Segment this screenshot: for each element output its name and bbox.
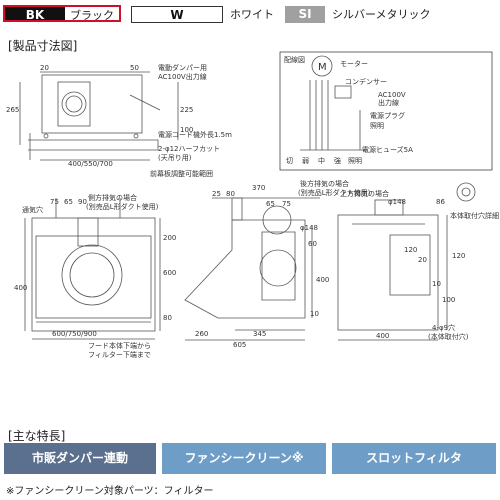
- side-dim-370: 370: [252, 184, 265, 192]
- wiring-label-output: 出力線: [378, 98, 399, 107]
- right-label-hole-detail: 本体取付穴詳細: [450, 211, 499, 220]
- wiring-switch-high: 強: [334, 157, 341, 165]
- right-dim-20: 20: [418, 256, 427, 264]
- side-dim-65: 65: [266, 200, 275, 208]
- right-label-mounting: (本体取付穴): [428, 332, 469, 341]
- top-label-damper: 電動ダンパー用: [158, 63, 207, 72]
- top-dim-100: 100: [180, 126, 193, 134]
- right-view: [337, 182, 476, 341]
- color-name-bk: ブラック: [70, 9, 114, 22]
- right-dim-120b: 120: [452, 252, 465, 260]
- right-dim-10: 10: [432, 280, 441, 288]
- side-dim-75: 75: [282, 200, 291, 208]
- top-dim-225: 225: [180, 106, 193, 114]
- side-dim-25: 25: [212, 190, 221, 198]
- side-dim-260: 260: [195, 330, 208, 338]
- right-label-holes: 4-φ9穴: [432, 323, 455, 332]
- color-name-si: シルバーメタリック: [332, 8, 431, 21]
- right-dim-400-bottom: 400: [376, 332, 389, 340]
- feature-damper: 市販ダンパー連動: [4, 443, 156, 474]
- right-dim-148: φ148: [388, 198, 406, 206]
- footnote: ※ファンシークリーン対象パーツ：フィルター: [6, 486, 214, 497]
- features-title: [主な特長]: [8, 429, 66, 443]
- wiring-label-ac100: AC100V: [378, 91, 406, 99]
- top-label-halfcut: 2-φ12ハーフカット: [158, 145, 220, 153]
- wiring-motor-symbol: M: [318, 62, 327, 73]
- side-dim-10: 10: [310, 310, 319, 318]
- right-dim-400: 400: [316, 276, 329, 284]
- top-label-ac100: AC100V出力線: [158, 72, 207, 81]
- color-swatch-si[interactable]: SI: [285, 6, 325, 23]
- wiring-switch-low: 弱: [302, 157, 309, 165]
- front-label-filter-bottom: フィルター下端まで: [88, 350, 151, 359]
- color-code-si: SI: [298, 7, 312, 21]
- top-label-width: 400/550/700: [68, 160, 113, 168]
- wiring-switch-off: 切: [286, 157, 293, 165]
- side-dim-80: 80: [226, 190, 235, 198]
- front-label-duct: (別売品L形ダクト使用): [86, 202, 159, 211]
- side-label-rear-exhaust: 後方排気の場合: [300, 179, 349, 188]
- color-swatch-bk[interactable]: BK ブラック: [3, 5, 121, 22]
- feature-slot-filter: スロットフィルタ: [332, 443, 496, 474]
- color-name-w: ホワイト: [230, 8, 274, 21]
- front-dim-width: 600/750/900: [52, 330, 97, 338]
- dimension-title: [製品寸法図]: [8, 39, 78, 53]
- front-label-side-exhaust: 側方排気の場合: [88, 193, 137, 202]
- wiring-switch-light: 照明: [348, 157, 362, 165]
- side-view: [184, 197, 320, 341]
- dimension-drawing: 20 50 265 225 100 電動ダンパー用 AC100V出力線 電源コー…: [6, 51, 499, 359]
- side-dim-345: 345: [253, 330, 266, 338]
- right-dim-100: 100: [442, 296, 455, 304]
- wiring-label-capacitor: コンデンサー: [345, 77, 387, 86]
- top-dim-50: 50: [130, 64, 139, 72]
- front-label-vent: 通気穴: [22, 205, 43, 214]
- front-dim-75: 75: [50, 198, 59, 206]
- top-dim-265: 265: [6, 106, 19, 114]
- front-label-hood-bottom: フード本体下端から: [88, 341, 151, 350]
- side-dim-148: φ148: [300, 224, 318, 232]
- right-label-top-exhaust: 上方排気の場合: [340, 189, 389, 198]
- right-dim-86: 86: [436, 198, 445, 206]
- front-dim-400: 400: [14, 284, 27, 292]
- wiring-title: 配線図: [284, 55, 305, 64]
- front-dim-65: 65: [64, 198, 73, 206]
- side-label-duct: (別売品L形ダクト使用): [298, 188, 371, 197]
- side-dim-60: 60: [308, 240, 317, 248]
- top-label-ceiling: (天吊り用): [158, 154, 192, 162]
- color-swatch-w[interactable]: W: [131, 6, 223, 23]
- side-dim-605: 605: [233, 341, 246, 349]
- color-code-bk: BK: [5, 7, 65, 22]
- wiring-label-plug: 電源プラグ: [370, 111, 405, 120]
- right-dim-120a: 120: [404, 246, 417, 254]
- wiring-switch-mid: 中: [318, 156, 325, 165]
- wiring-label-fuse: 電源ヒューズ5A: [362, 145, 413, 154]
- wiring-label-motor: モーター: [340, 59, 368, 68]
- front-dim-200: 200: [163, 234, 176, 242]
- side-label-front-panel: 前幕板調整可能範囲: [150, 169, 213, 178]
- feature-fancy-clean: ファンシークリーン※: [162, 443, 326, 474]
- wiring-label-light: 照明: [370, 122, 384, 130]
- front-view: [24, 198, 161, 340]
- front-dim-90: 90: [78, 198, 87, 206]
- color-code-w: W: [170, 8, 184, 22]
- top-dim-20: 20: [40, 64, 49, 72]
- front-dim-80: 80: [163, 314, 172, 322]
- front-dim-600: 600: [163, 269, 176, 277]
- top-label-cord: 電源コード機外長1.5m: [158, 130, 232, 139]
- top-view: [19, 71, 179, 161]
